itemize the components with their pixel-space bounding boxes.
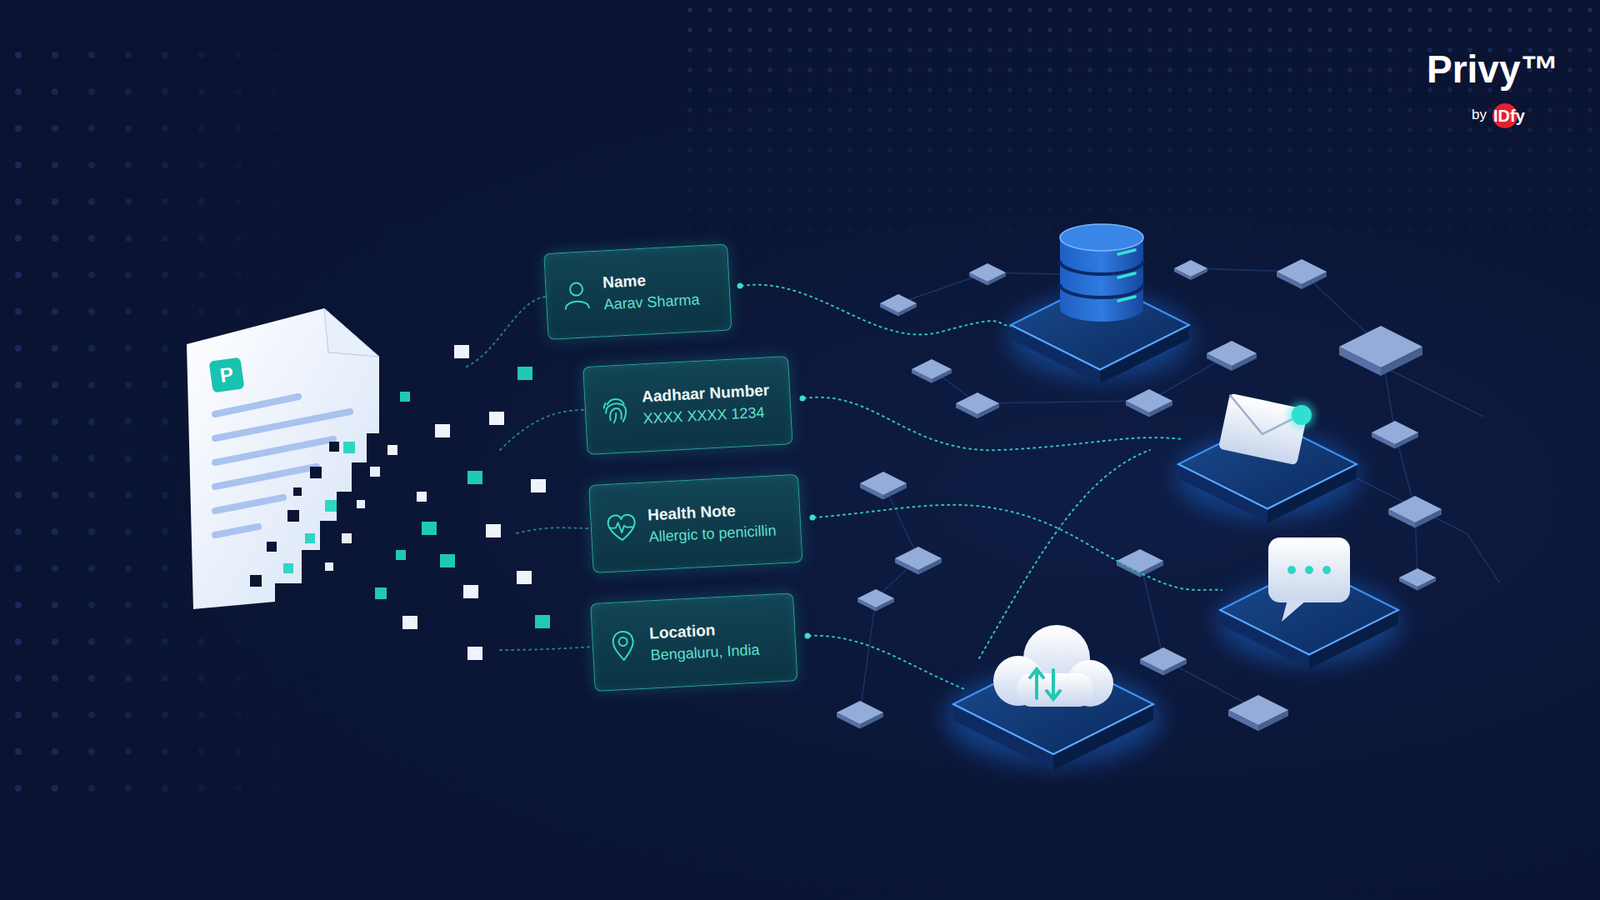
card-icon	[559, 277, 595, 313]
brand-byline: IDfy	[1493, 106, 1525, 126]
line-start-dots	[737, 283, 816, 640]
field-name: Aadhaar Number	[641, 379, 770, 408]
field-name: Location	[649, 617, 760, 645]
cloud-platform	[953, 625, 1154, 770]
email-platform	[1178, 393, 1357, 524]
brand-byline: by	[1471, 106, 1487, 124]
card-icon	[598, 391, 634, 427]
card-icon	[605, 628, 641, 664]
data-card: Aadhaar NumberXXXX XXXX 1234	[582, 355, 793, 455]
pixel-particles	[375, 345, 550, 660]
field-value: Aarav Sharma	[603, 288, 700, 315]
field-value: XXXX XXXX 1234	[642, 400, 771, 430]
document-icon	[186, 308, 380, 610]
field-value: Bengaluru, India	[650, 639, 760, 667]
badge-letter: P	[218, 364, 235, 386]
field-value: Allergic to penicillin	[648, 519, 777, 548]
logo-badge: P	[209, 357, 245, 394]
platform-glow	[945, 295, 1401, 765]
database-platform	[1010, 224, 1190, 385]
brand-name: Privy™	[1426, 46, 1560, 92]
data-card: NameAarav Sharma	[543, 244, 732, 340]
card-text: Aadhaar NumberXXXX XXXX 1234	[641, 379, 772, 430]
card-icon	[604, 510, 640, 545]
field-name: Name	[602, 266, 700, 294]
chat-platform	[1220, 537, 1399, 670]
card-text: NameAarav Sharma	[602, 266, 701, 315]
card-text: LocationBengaluru, India	[649, 617, 761, 667]
field-name: Health Note	[647, 497, 776, 526]
network-lines	[860, 268, 1500, 713]
card-text: Health NoteAllergic to penicillin	[647, 497, 778, 548]
data-card: Health NoteAllergic to penicillin	[588, 474, 803, 574]
dot-grid	[0, 0, 1600, 800]
floating-tiles	[836, 259, 1442, 731]
data-card: LocationBengaluru, India	[590, 592, 798, 692]
